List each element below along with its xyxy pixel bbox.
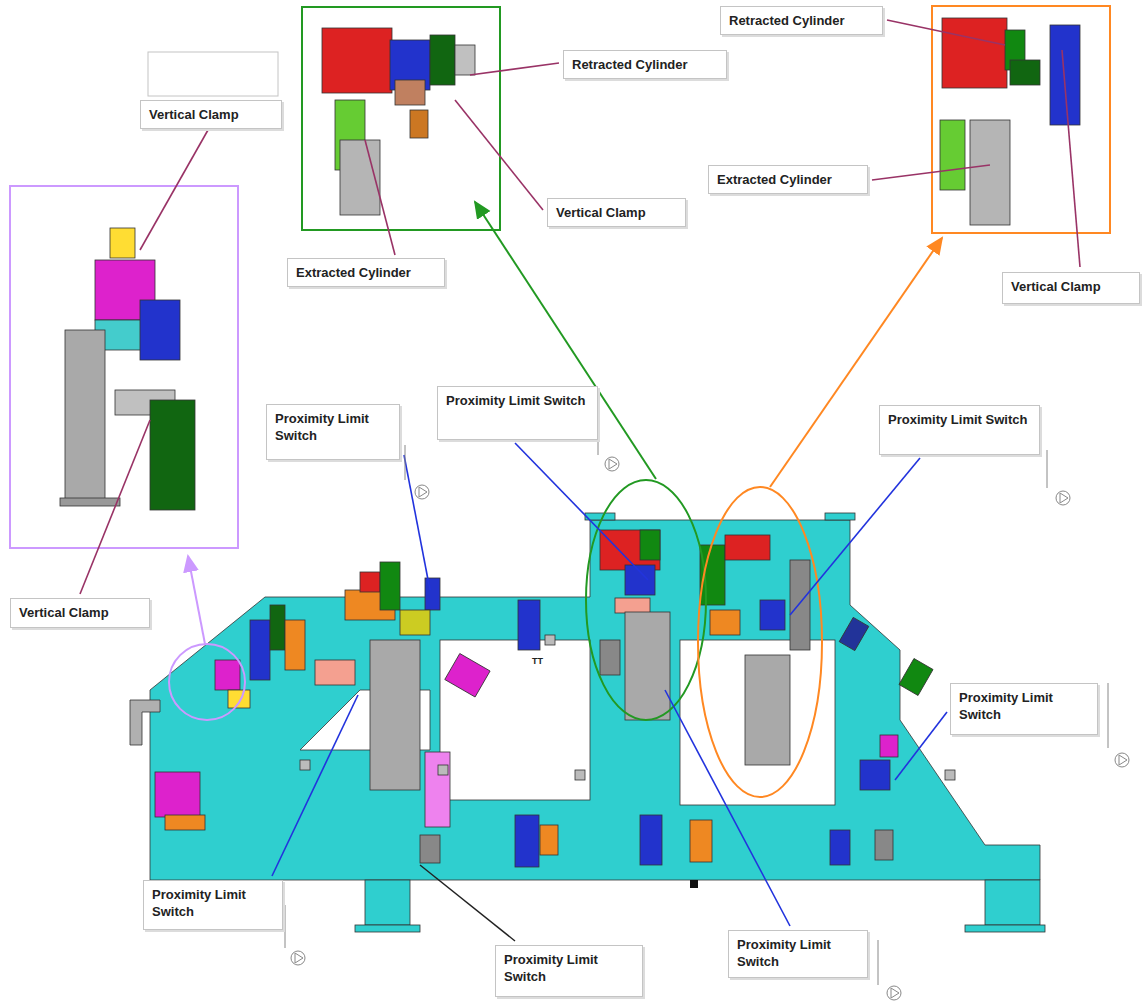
callout-text: Proximity Limit Switch (737, 936, 859, 970)
callout-text: Vertical Clamp (19, 604, 141, 621)
callout-text: Retracted Cylinder (572, 56, 718, 73)
callout-text: Proximity Limit Switch (504, 951, 634, 985)
callout-text: Extracted Cylinder (296, 264, 436, 281)
callout-box: Vertical Clamp (10, 598, 150, 628)
callout-text: Proximity Limit Switch (888, 411, 1031, 428)
callout-text: Vertical Clamp (149, 106, 273, 123)
callout-box: Vertical Clamp (547, 198, 686, 227)
callout-box: Vertical Clamp (1002, 272, 1140, 304)
callout-box: Extracted Cylinder (287, 258, 445, 287)
callout-text: Vertical Clamp (556, 204, 677, 221)
callout-text: Proximity Limit Switch (152, 886, 274, 920)
callout-box: Proximity Limit Switch (143, 880, 283, 930)
callout-box: Extracted Cylinder (708, 165, 868, 194)
part-marking: TT (532, 656, 543, 666)
callout-box: Proximity Limit Switch (879, 405, 1040, 455)
callout-text: Vertical Clamp (1011, 278, 1131, 295)
callout-box: Proximity Limit Switch (495, 945, 643, 997)
callout-box: Proximity Limit Switch (728, 930, 868, 978)
callout-box: Proximity Limit Switch (266, 404, 400, 460)
callout-text: Retracted Cylinder (729, 12, 874, 29)
callout-text: Proximity Limit Switch (275, 410, 391, 444)
callout-text: Extracted Cylinder (717, 171, 859, 188)
callout-text: Proximity Limit Switch (446, 392, 589, 409)
callout-box: Proximity Limit Switch (950, 683, 1098, 735)
callout-box: Vertical Clamp (140, 100, 282, 129)
callout-box: Proximity Limit Switch (437, 386, 598, 440)
callout-box: Retracted Cylinder (720, 6, 883, 35)
callout-text: Proximity Limit Switch (959, 689, 1089, 723)
callout-box: Retracted Cylinder (563, 50, 727, 79)
